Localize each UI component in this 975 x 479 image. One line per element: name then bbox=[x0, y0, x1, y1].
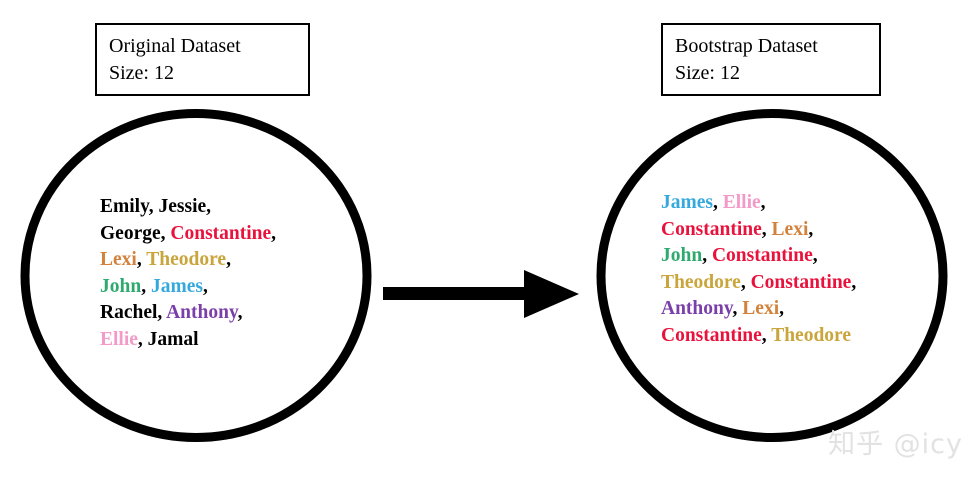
bootstrap-dataset-size: Size: 12 bbox=[675, 62, 740, 84]
name-token: Ellie bbox=[722, 192, 761, 213]
name-line: Ellie, Jamal bbox=[100, 327, 276, 354]
name-line: Constantine, Lexi, bbox=[661, 217, 856, 244]
name-line: Lexi, Theodore, bbox=[100, 247, 276, 274]
name-token: Theodore bbox=[771, 324, 851, 346]
bootstrap-dataset-label-box: Bootstrap Dataset Size: 12 bbox=[661, 23, 881, 96]
name-separator: , bbox=[148, 196, 159, 217]
name-token: Lexi bbox=[742, 298, 780, 319]
name-token: John bbox=[100, 275, 142, 297]
name-separator: , bbox=[702, 245, 712, 266]
name-line: Anthony, Lexi, bbox=[661, 296, 856, 323]
name-separator: , bbox=[812, 245, 818, 266]
watermark: 知乎 @icy bbox=[828, 429, 963, 460]
name-token: Constantine bbox=[661, 218, 762, 240]
name-token: Theodore bbox=[146, 249, 227, 270]
name-token: Theodore bbox=[661, 271, 741, 293]
arrow-right-icon bbox=[383, 270, 579, 318]
transform-arrow bbox=[383, 268, 581, 320]
name-token: Rachel bbox=[100, 302, 158, 323]
name-token: John bbox=[661, 245, 703, 266]
name-separator: , bbox=[226, 249, 231, 270]
bootstrap-dataset-circle bbox=[596, 108, 948, 443]
name-line: John, Constantine, bbox=[661, 243, 856, 270]
name-separator: , bbox=[761, 218, 772, 240]
original-dataset-size: Size: 12 bbox=[109, 62, 174, 84]
original-dataset-label-box: Original Dataset Size: 12 bbox=[95, 23, 310, 96]
name-separator: , bbox=[761, 324, 772, 346]
name-separator: , bbox=[157, 302, 167, 323]
name-token: Constantine bbox=[750, 271, 852, 293]
name-token: Lexi bbox=[100, 249, 137, 270]
name-line: Emily, Jessie, bbox=[100, 194, 276, 221]
name-separator: , bbox=[808, 218, 814, 240]
name-token: James bbox=[150, 275, 203, 297]
name-separator: , bbox=[760, 192, 766, 213]
name-separator: , bbox=[713, 192, 723, 213]
name-separator: , bbox=[271, 222, 277, 244]
name-line: Theodore, Constantine, bbox=[661, 270, 856, 297]
name-separator: , bbox=[137, 328, 148, 350]
name-token: Constantine bbox=[661, 324, 762, 346]
name-token: Emily bbox=[100, 196, 149, 217]
name-token: Jamal bbox=[147, 328, 199, 350]
name-token: Constantine bbox=[170, 222, 272, 244]
name-separator: , bbox=[732, 298, 743, 319]
name-token: James bbox=[661, 192, 713, 213]
name-separator: , bbox=[206, 196, 212, 217]
name-separator: , bbox=[851, 271, 857, 293]
name-token: Jessie bbox=[158, 196, 207, 217]
name-line: John, James, bbox=[100, 274, 276, 301]
bootstrap-dataset-circle-outline bbox=[596, 109, 948, 442]
name-line: James, Ellie, bbox=[661, 190, 856, 217]
original-dataset-title: Original Dataset bbox=[109, 35, 241, 57]
name-separator: , bbox=[160, 222, 171, 244]
bootstrap-dataset-title: Bootstrap Dataset bbox=[675, 35, 818, 57]
bootstrap-dataset-name-list: James, Ellie,Constantine, Lexi,John, Con… bbox=[661, 190, 856, 349]
name-separator: , bbox=[779, 298, 785, 319]
name-line: George, Constantine, bbox=[100, 221, 276, 248]
name-separator: , bbox=[141, 275, 151, 297]
name-token: Ellie bbox=[100, 328, 138, 350]
name-separator: , bbox=[136, 249, 147, 270]
name-separator: , bbox=[237, 302, 243, 323]
name-token: Lexi bbox=[771, 218, 809, 240]
name-line: Constantine, Theodore bbox=[661, 323, 856, 350]
name-token: Anthony bbox=[166, 302, 238, 323]
original-dataset-circle-outline bbox=[20, 109, 372, 442]
name-token: Constantine bbox=[711, 245, 813, 266]
original-dataset-circle bbox=[20, 108, 372, 443]
name-separator: , bbox=[740, 271, 751, 293]
name-token: Anthony bbox=[661, 298, 733, 319]
name-line: Rachel, Anthony, bbox=[100, 300, 276, 327]
name-separator: , bbox=[202, 275, 208, 297]
original-dataset-name-list: Emily, Jessie,George, Constantine,Lexi, … bbox=[100, 194, 276, 353]
name-token: George bbox=[100, 222, 161, 244]
